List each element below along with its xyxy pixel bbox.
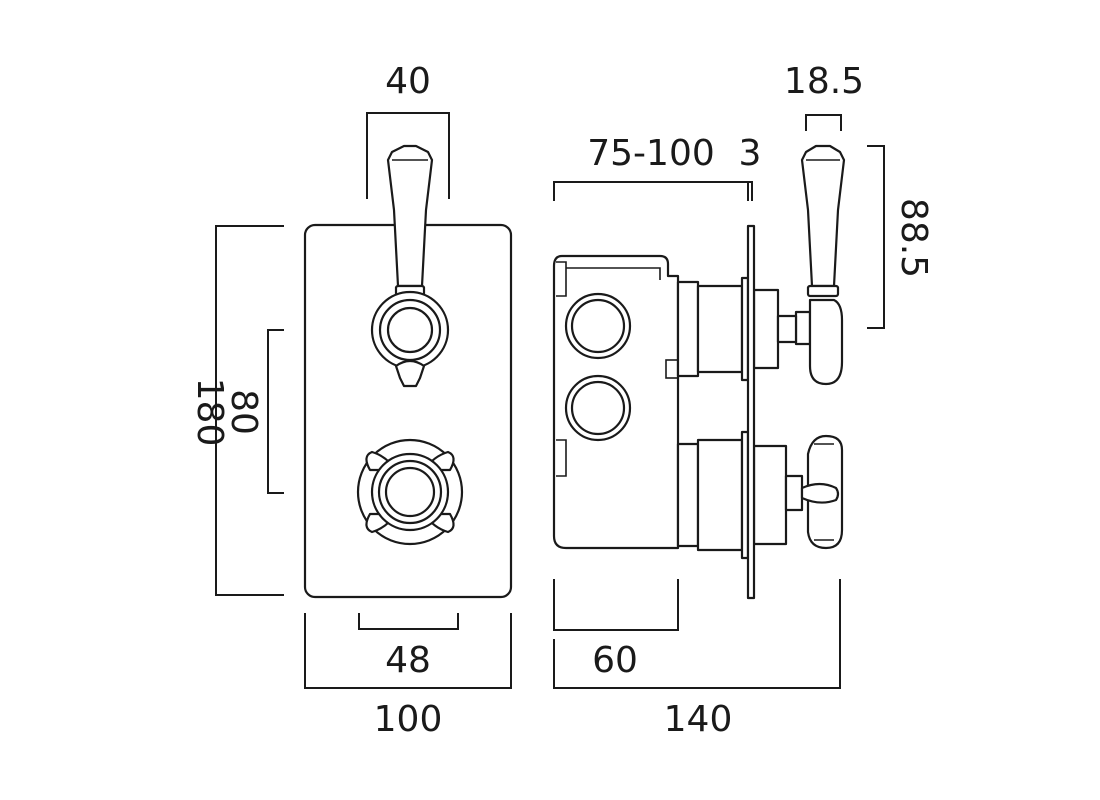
dimension-labels: 40 180 80 48 100 75-100 3 60 140 18.5 88… [189,61,934,740]
lever-valve-front [370,144,450,388]
dim-plate-width: 100 [374,699,443,740]
crosshead-side [784,434,844,550]
upper-cartridge [676,280,700,378]
lever-side [776,144,846,386]
dim-valve-spacing: 80 [223,389,264,435]
side-view [552,144,846,600]
dim-plate-thickness: 3 [739,133,762,174]
dim-wall-depth: 75-100 [587,133,715,174]
lower-cartridge [676,442,700,548]
plate-side [746,224,756,600]
dim-lever-height: 88.5 [893,198,934,278]
dim-plate-height: 180 [189,378,230,447]
dim-overall-depth: 140 [664,699,733,740]
crosshead-valve-front [356,438,464,546]
dim-lever-width: 40 [385,61,431,102]
dim-lever-tip-width: 18.5 [784,61,864,102]
dim-body-depth: 60 [592,640,638,681]
front-view [303,144,513,599]
dim-handle-spacing: 48 [385,640,431,681]
dimension-lines [215,112,885,689]
